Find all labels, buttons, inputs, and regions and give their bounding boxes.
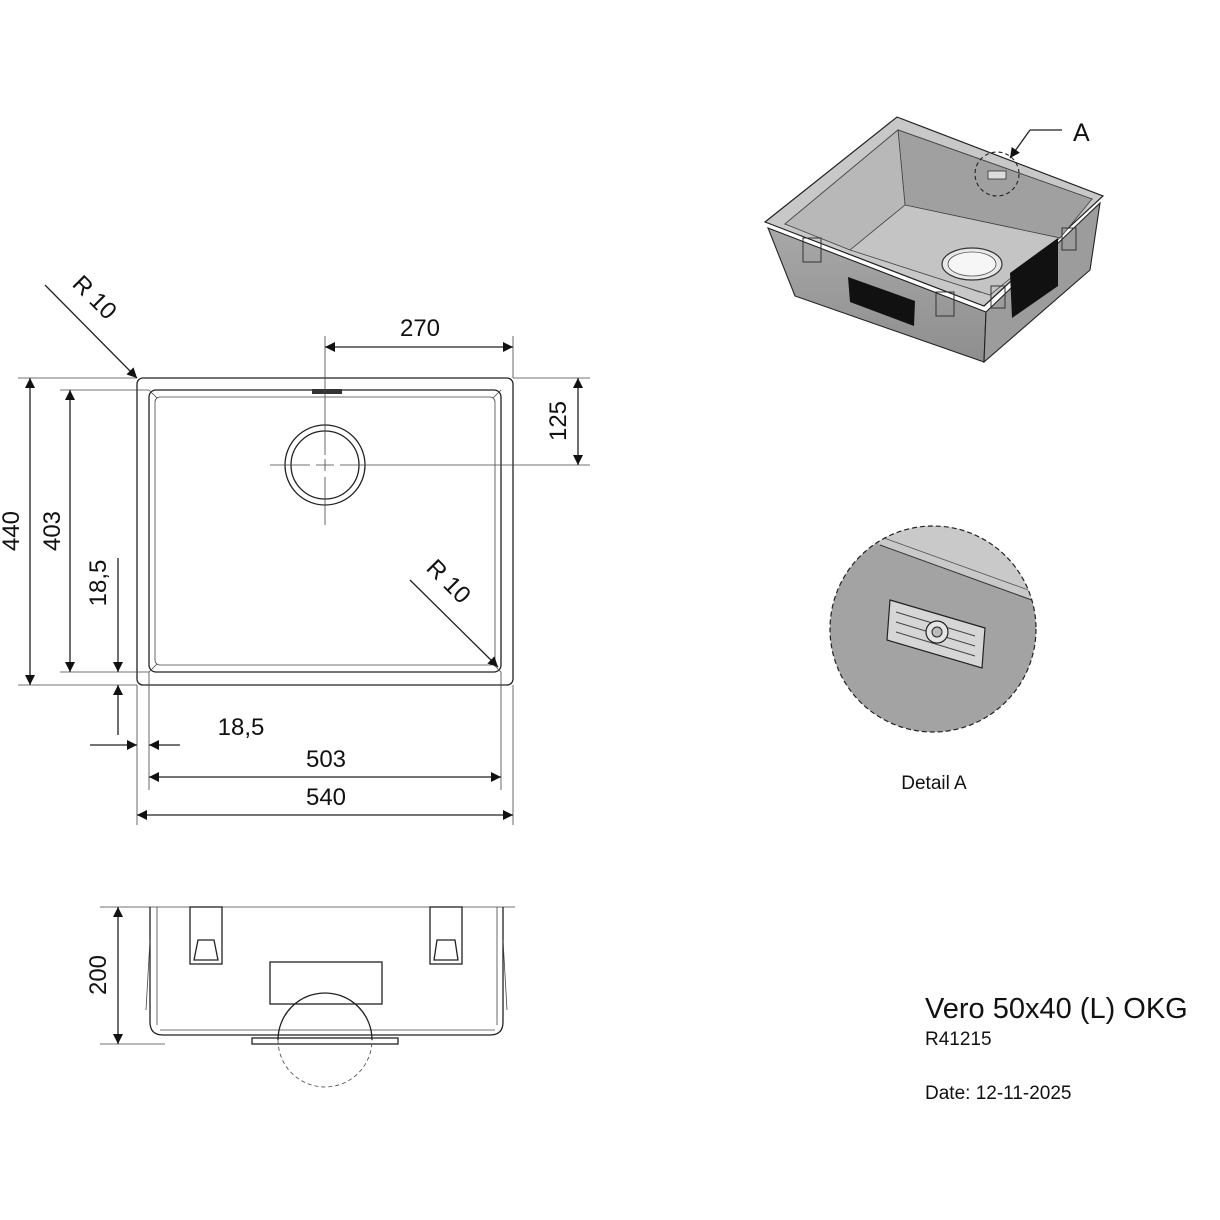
dim-outer-width: 540 bbox=[306, 784, 346, 811]
overflow-slot bbox=[312, 389, 342, 394]
dim-inner-width: 503 bbox=[306, 746, 346, 773]
detail-caption: Detail A bbox=[901, 773, 967, 794]
dim-depth: 200 bbox=[85, 955, 112, 995]
dim-inner-height: 403 bbox=[39, 511, 66, 551]
date-label: Date: bbox=[925, 1083, 971, 1104]
mounting-clip-right bbox=[429, 906, 463, 965]
radius-label-inner: R 10 bbox=[421, 554, 476, 609]
detail-view: Detail A bbox=[829, 525, 1037, 794]
date-value: 12-11-2025 bbox=[975, 1083, 1072, 1104]
detail-marker-label: A bbox=[1073, 119, 1090, 147]
radius-label-outer: R 10 bbox=[67, 270, 122, 325]
dim-drain-x: 270 bbox=[400, 315, 440, 342]
drain-housing bbox=[269, 961, 383, 1005]
product-code: R41215 bbox=[925, 1029, 992, 1050]
detail-circle bbox=[829, 525, 1037, 733]
dim-rim-horizontal: 18,5 bbox=[218, 714, 265, 741]
iso-pad-side bbox=[1010, 238, 1058, 318]
dim-outer-height: 440 bbox=[0, 511, 25, 551]
isometric-view: A bbox=[763, 116, 1105, 364]
mounting-clip-left bbox=[189, 906, 223, 965]
drawing-date: Date: 12-11-2025 bbox=[925, 1082, 1188, 1106]
product-name: Vero 50x40 (L) OKG bbox=[925, 993, 1188, 1025]
side-view: 200 bbox=[85, 906, 515, 1088]
dim-drain-y: 125 bbox=[545, 401, 572, 441]
iso-pad-front bbox=[848, 277, 915, 326]
dim-rim-vertical: 18,5 bbox=[85, 560, 112, 607]
plan-view: 270 125 440 403 18,5 18,5 503 540 R 10 R… bbox=[0, 270, 590, 825]
title-block: Vero 50x40 (L) OKG R41215 Date: 12-11-20… bbox=[925, 992, 1188, 1106]
detail-callout-circle bbox=[974, 151, 1020, 197]
sink-side-profile bbox=[149, 907, 504, 1036]
